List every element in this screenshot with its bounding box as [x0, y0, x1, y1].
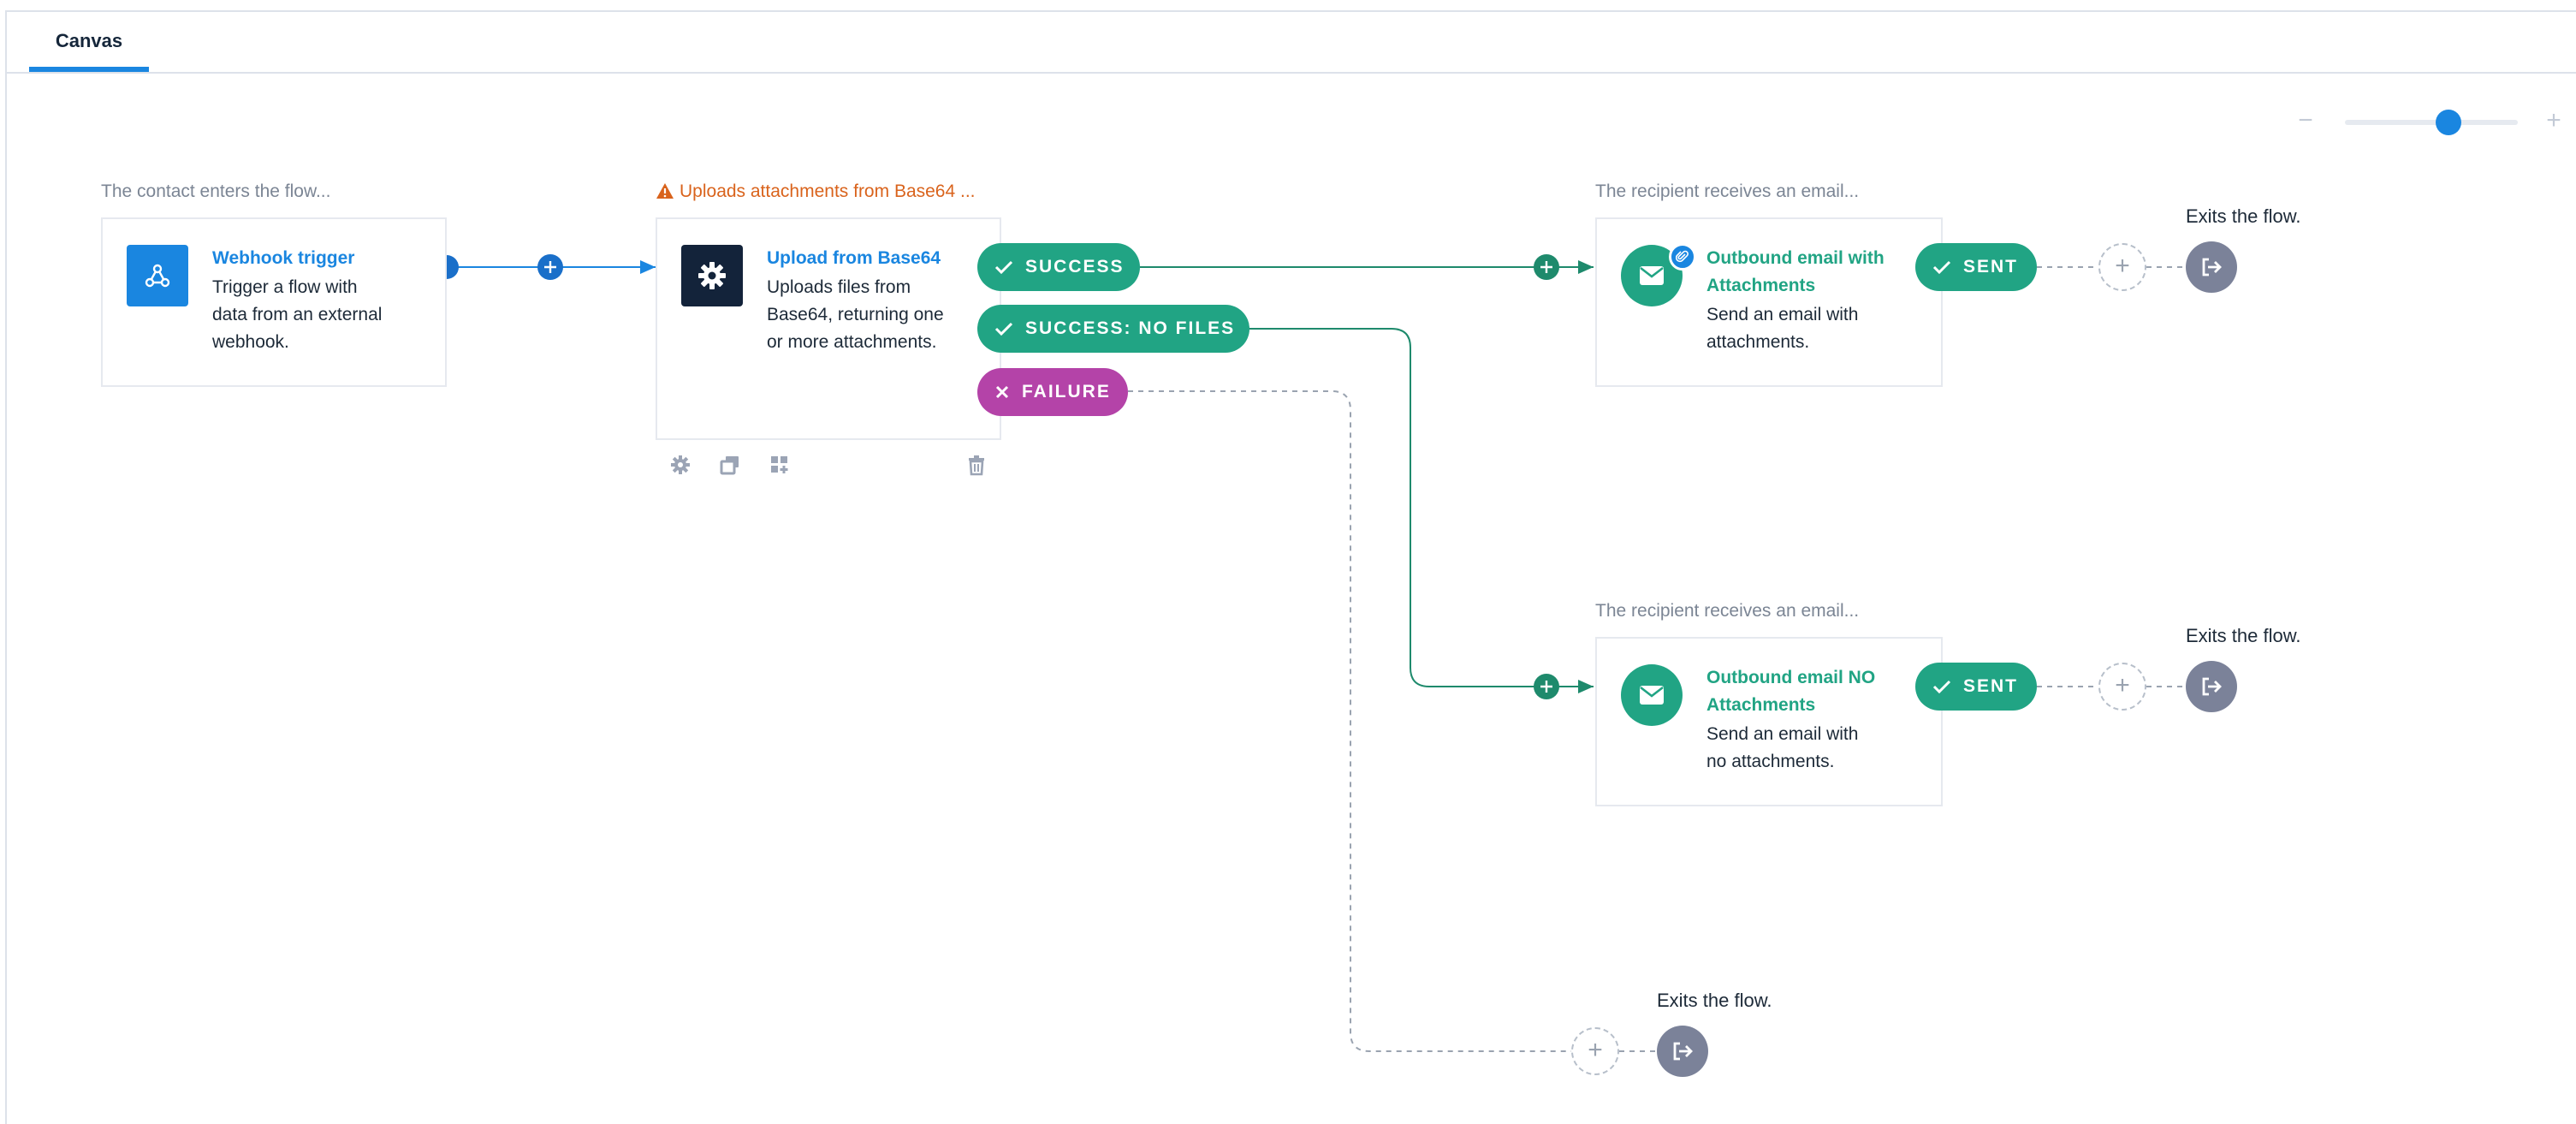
canvas-frame: [5, 10, 2576, 1124]
plus-icon: [1540, 261, 1552, 273]
webhook-output-port[interactable]: [447, 255, 459, 279]
add-step-button[interactable]: +: [1571, 1027, 1619, 1075]
outcome-sent[interactable]: SENT: [1915, 663, 2037, 711]
check-icon: [1932, 679, 1951, 694]
exit-label: Exits the flow.: [1657, 990, 1772, 1011]
check-icon: [1932, 259, 1951, 275]
tab-canvas[interactable]: Canvas: [29, 12, 149, 72]
plus-icon: [544, 261, 556, 273]
add-step-button[interactable]: +: [2098, 663, 2146, 711]
plus-icon: [1540, 681, 1552, 693]
paperclip-icon: [1669, 243, 1696, 271]
webhook-node-label: The contact enters the flow...: [101, 181, 331, 201]
settings-icon[interactable]: [668, 452, 693, 478]
edge-failure-to-exit: [1128, 390, 1571, 1052]
outcome-success[interactable]: SUCCESS: [977, 243, 1140, 291]
edge-no-files-to-email-no-attachments: [1249, 328, 1594, 693]
upload-node-label: Uploads attachments from Base64 ...: [656, 181, 976, 202]
check-icon: [994, 259, 1013, 275]
tab-bar: Canvas: [7, 12, 2576, 74]
add-step-button[interactable]: [1534, 674, 1559, 699]
minus-icon[interactable]: −: [2298, 106, 2313, 134]
envelope-icon: [1621, 664, 1683, 726]
outcome-success-no-files[interactable]: SUCCESS: NO FILES: [977, 305, 1249, 353]
outcome-sent[interactable]: SENT: [1915, 243, 2037, 291]
gear-icon: [681, 245, 743, 306]
plus-icon[interactable]: +: [2546, 106, 2561, 134]
check-icon: [994, 321, 1013, 336]
close-icon: [994, 384, 1010, 400]
exit-label: Exits the flow.: [2186, 625, 2301, 646]
email-no-attachments-node-label: The recipient receives an email...: [1595, 601, 1860, 621]
exit-label: Exits the flow.: [2186, 205, 2301, 227]
add-step-button[interactable]: [1534, 254, 1559, 280]
add-step-button[interactable]: [537, 254, 563, 280]
upload-base64-title: Upload from Base64: [767, 248, 941, 268]
outcome-failure[interactable]: FAILURE: [977, 368, 1128, 416]
trash-icon[interactable]: [964, 452, 989, 478]
email-attachments-node-label: The recipient receives an email...: [1595, 181, 1860, 201]
zoom-slider[interactable]: [2345, 110, 2518, 135]
warning-icon: [656, 183, 674, 199]
exit-icon[interactable]: [2186, 661, 2237, 712]
add-block-icon[interactable]: [767, 452, 792, 478]
add-step-button[interactable]: +: [2098, 243, 2146, 291]
zoom-control: − +: [2294, 104, 2567, 139]
exit-icon[interactable]: [2186, 241, 2237, 293]
webhook-icon: [127, 245, 188, 306]
zoom-slider-thumb[interactable]: [2436, 110, 2462, 135]
exit-icon[interactable]: [1657, 1026, 1708, 1077]
webhook-trigger-title: Webhook trigger: [212, 248, 355, 268]
duplicate-icon[interactable]: [717, 452, 743, 478]
